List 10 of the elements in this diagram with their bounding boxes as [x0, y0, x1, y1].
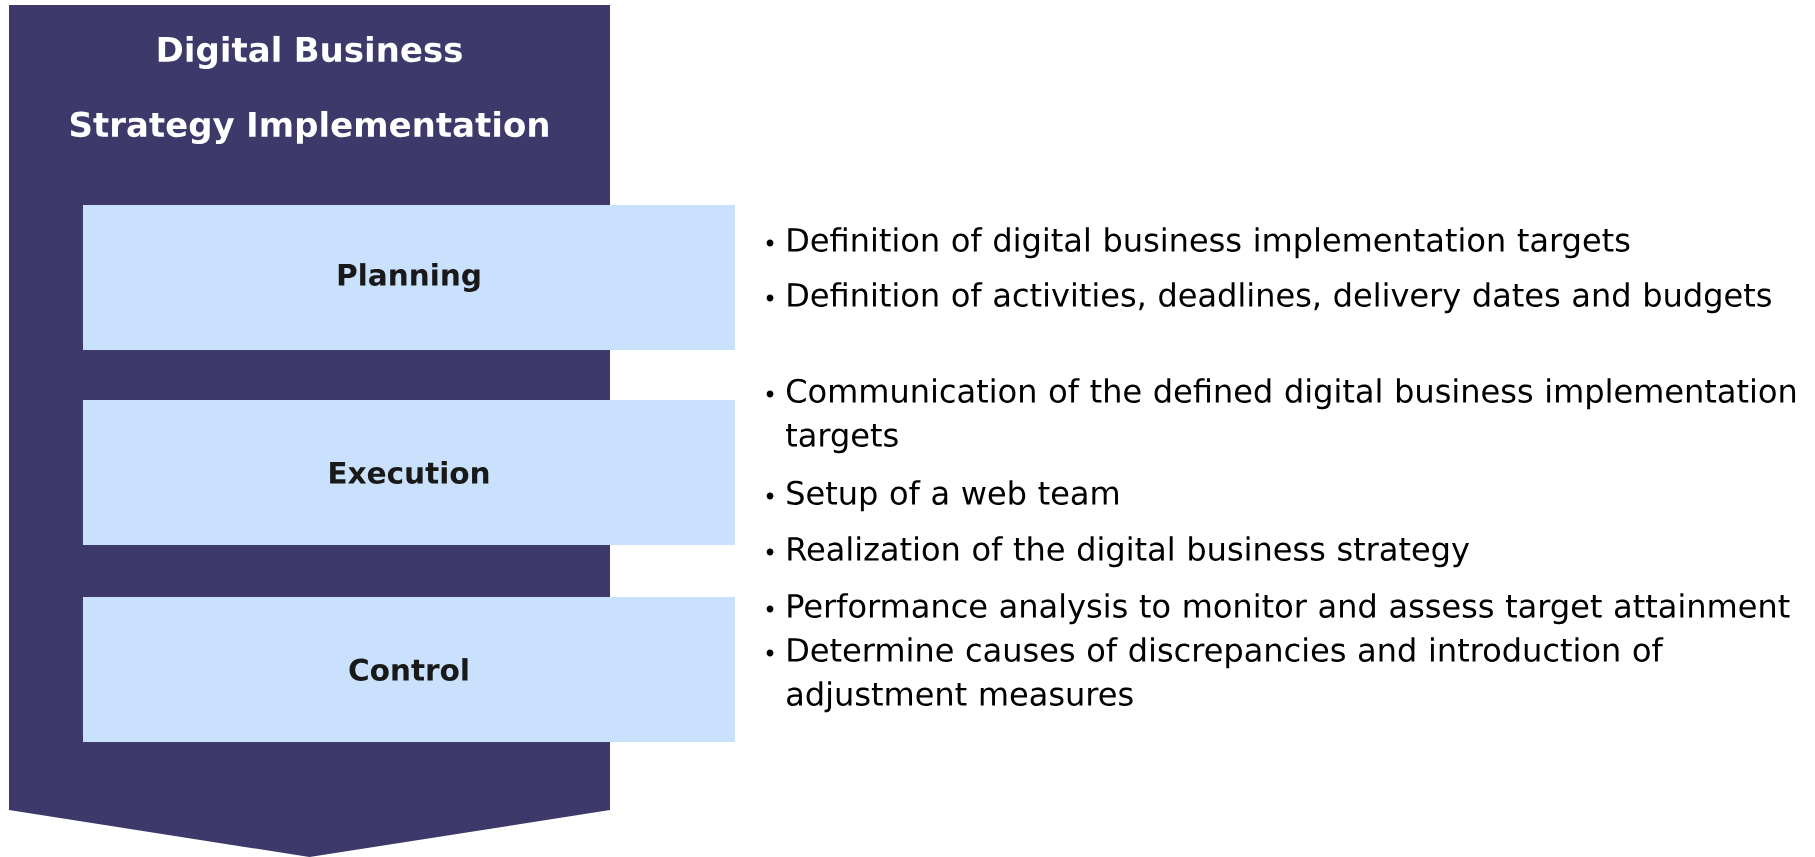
phase-box: Control [83, 597, 735, 742]
bullet-item: Definition of activities, deadlines, delivery dates and budgets [766, 282, 1771, 314]
bullet-item: Performance analysis to monitor and assess target attainment [766, 593, 1790, 625]
bullet-item: Realization of the digital business strategy [766, 536, 1469, 568]
phase-box: Planning [83, 205, 735, 350]
bullet-item: Communication of the defined digital business implementation targets [766, 378, 1796, 454]
bullet-item: Setup of a web team [766, 480, 1118, 512]
bullet-item: Definition of digital business implementation targets [766, 227, 1630, 259]
phase-box: Execution [83, 400, 735, 545]
bullet-item: Determine causes of discrepancies and introduction of adjustment measures [766, 637, 1664, 713]
